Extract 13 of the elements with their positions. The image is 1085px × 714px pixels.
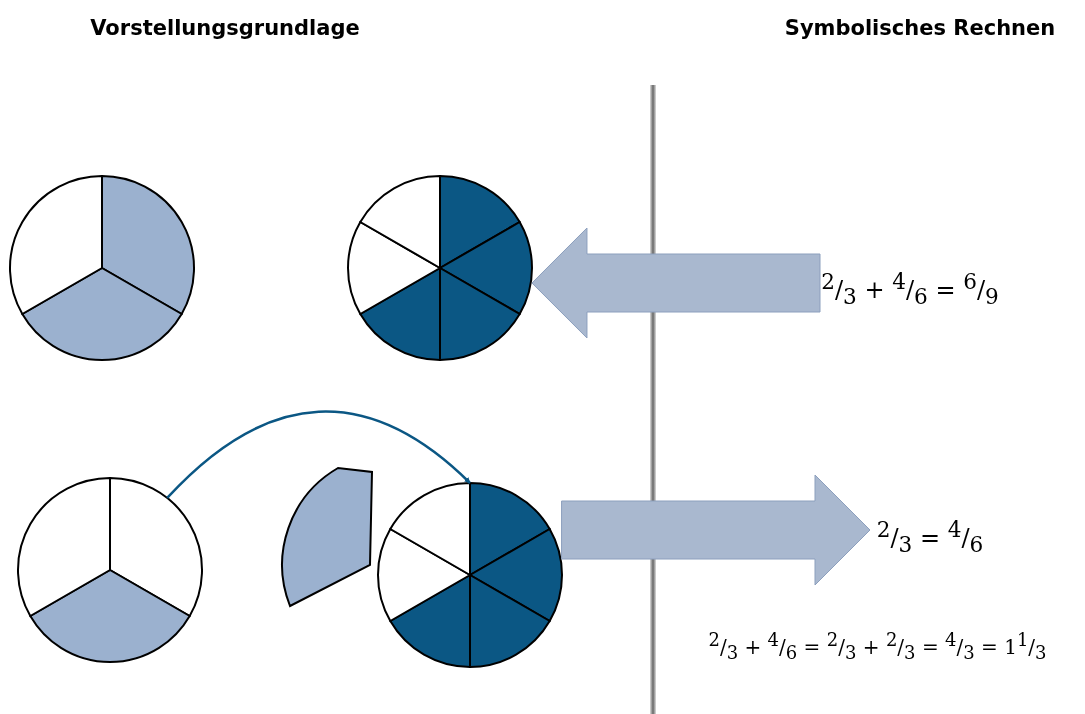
circle-piece	[281, 467, 373, 607]
column-heading: Vorstellungsgrundlage	[89, 16, 361, 40]
block-arrow	[531, 227, 821, 339]
column-heading: Symbolisches Rechnen	[783, 16, 1057, 40]
equation: $^{2}$/$_{3}$ + $^{4}$/$_{6}$ = $^{2}$/$_{3}$ + $^{2}$/$_{3}$ = $^{4}$/$_{3}$ = 1$^{1}$/$_{3}$	[707, 628, 1048, 665]
fraction-circle	[17, 477, 203, 663]
block-arrow	[561, 474, 871, 586]
curved-arrow	[166, 410, 471, 499]
fraction-circle	[9, 175, 195, 361]
equation: $^{2}$/$_{3}$ = $^{4}$/$_{6}$	[870, 498, 990, 562]
equation: $^{2}$/$_{3}$ + $^{4}$/$_{6}$ = $^{6}$/$_{9}$	[820, 250, 1000, 314]
fraction-circle	[347, 175, 533, 361]
fraction-circle	[377, 482, 563, 668]
